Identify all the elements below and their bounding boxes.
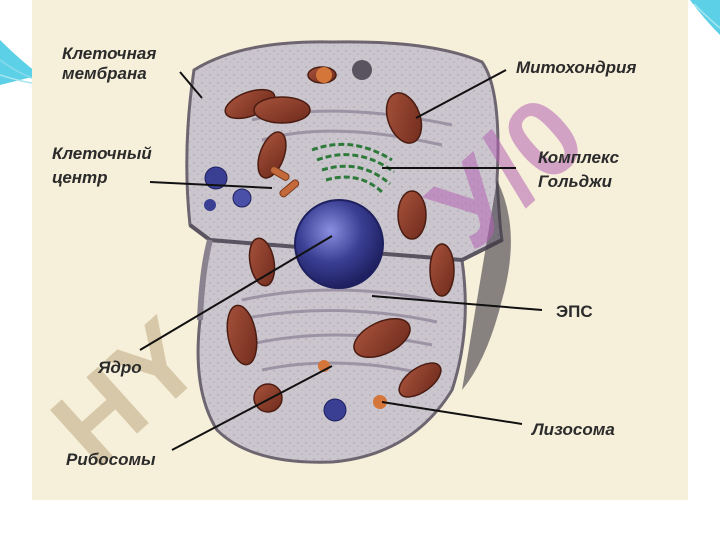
- label-golgi-line2: Гольджи: [538, 172, 613, 191]
- label-ribosomes: Рибосомы: [66, 450, 156, 469]
- mitochondrion: [257, 131, 287, 179]
- mitochondrion: [385, 92, 423, 144]
- mitochondrion: [398, 362, 442, 398]
- centrosome: [269, 166, 300, 198]
- leader-lines: [139, 69, 543, 451]
- label-er: ЭПС: [556, 302, 593, 321]
- label-lysosome: Лизосома: [532, 420, 615, 439]
- mitochondrion: [253, 383, 283, 413]
- vesicles: [204, 60, 387, 422]
- mitochondrion: [253, 96, 311, 124]
- label-centrosome-line2: центр: [52, 168, 108, 187]
- mitochondria-group: [224, 66, 455, 413]
- label-centrosome-line1: Клеточный: [52, 144, 152, 163]
- label-golgi-line1: Комплекс: [538, 148, 620, 167]
- top-right-swoosh: [690, 0, 720, 35]
- label-membrane-line1: Клеточная: [62, 44, 157, 63]
- label-membrane-line2: мембрана: [62, 64, 147, 83]
- mitochondrion: [397, 190, 427, 240]
- nucleus: [294, 199, 384, 289]
- diagram-panel: У/0 HY Клеточная мембрана Митохондрия Кл…: [32, 0, 688, 500]
- mitochondrion: [429, 243, 455, 297]
- label-nucleus: Ядро: [98, 358, 142, 377]
- cell-diagram: У/0 HY: [32, 40, 608, 489]
- mitochondrion: [353, 317, 411, 359]
- mitochondrion: [226, 304, 258, 366]
- label-mitochondria: Митохондрия: [516, 58, 637, 77]
